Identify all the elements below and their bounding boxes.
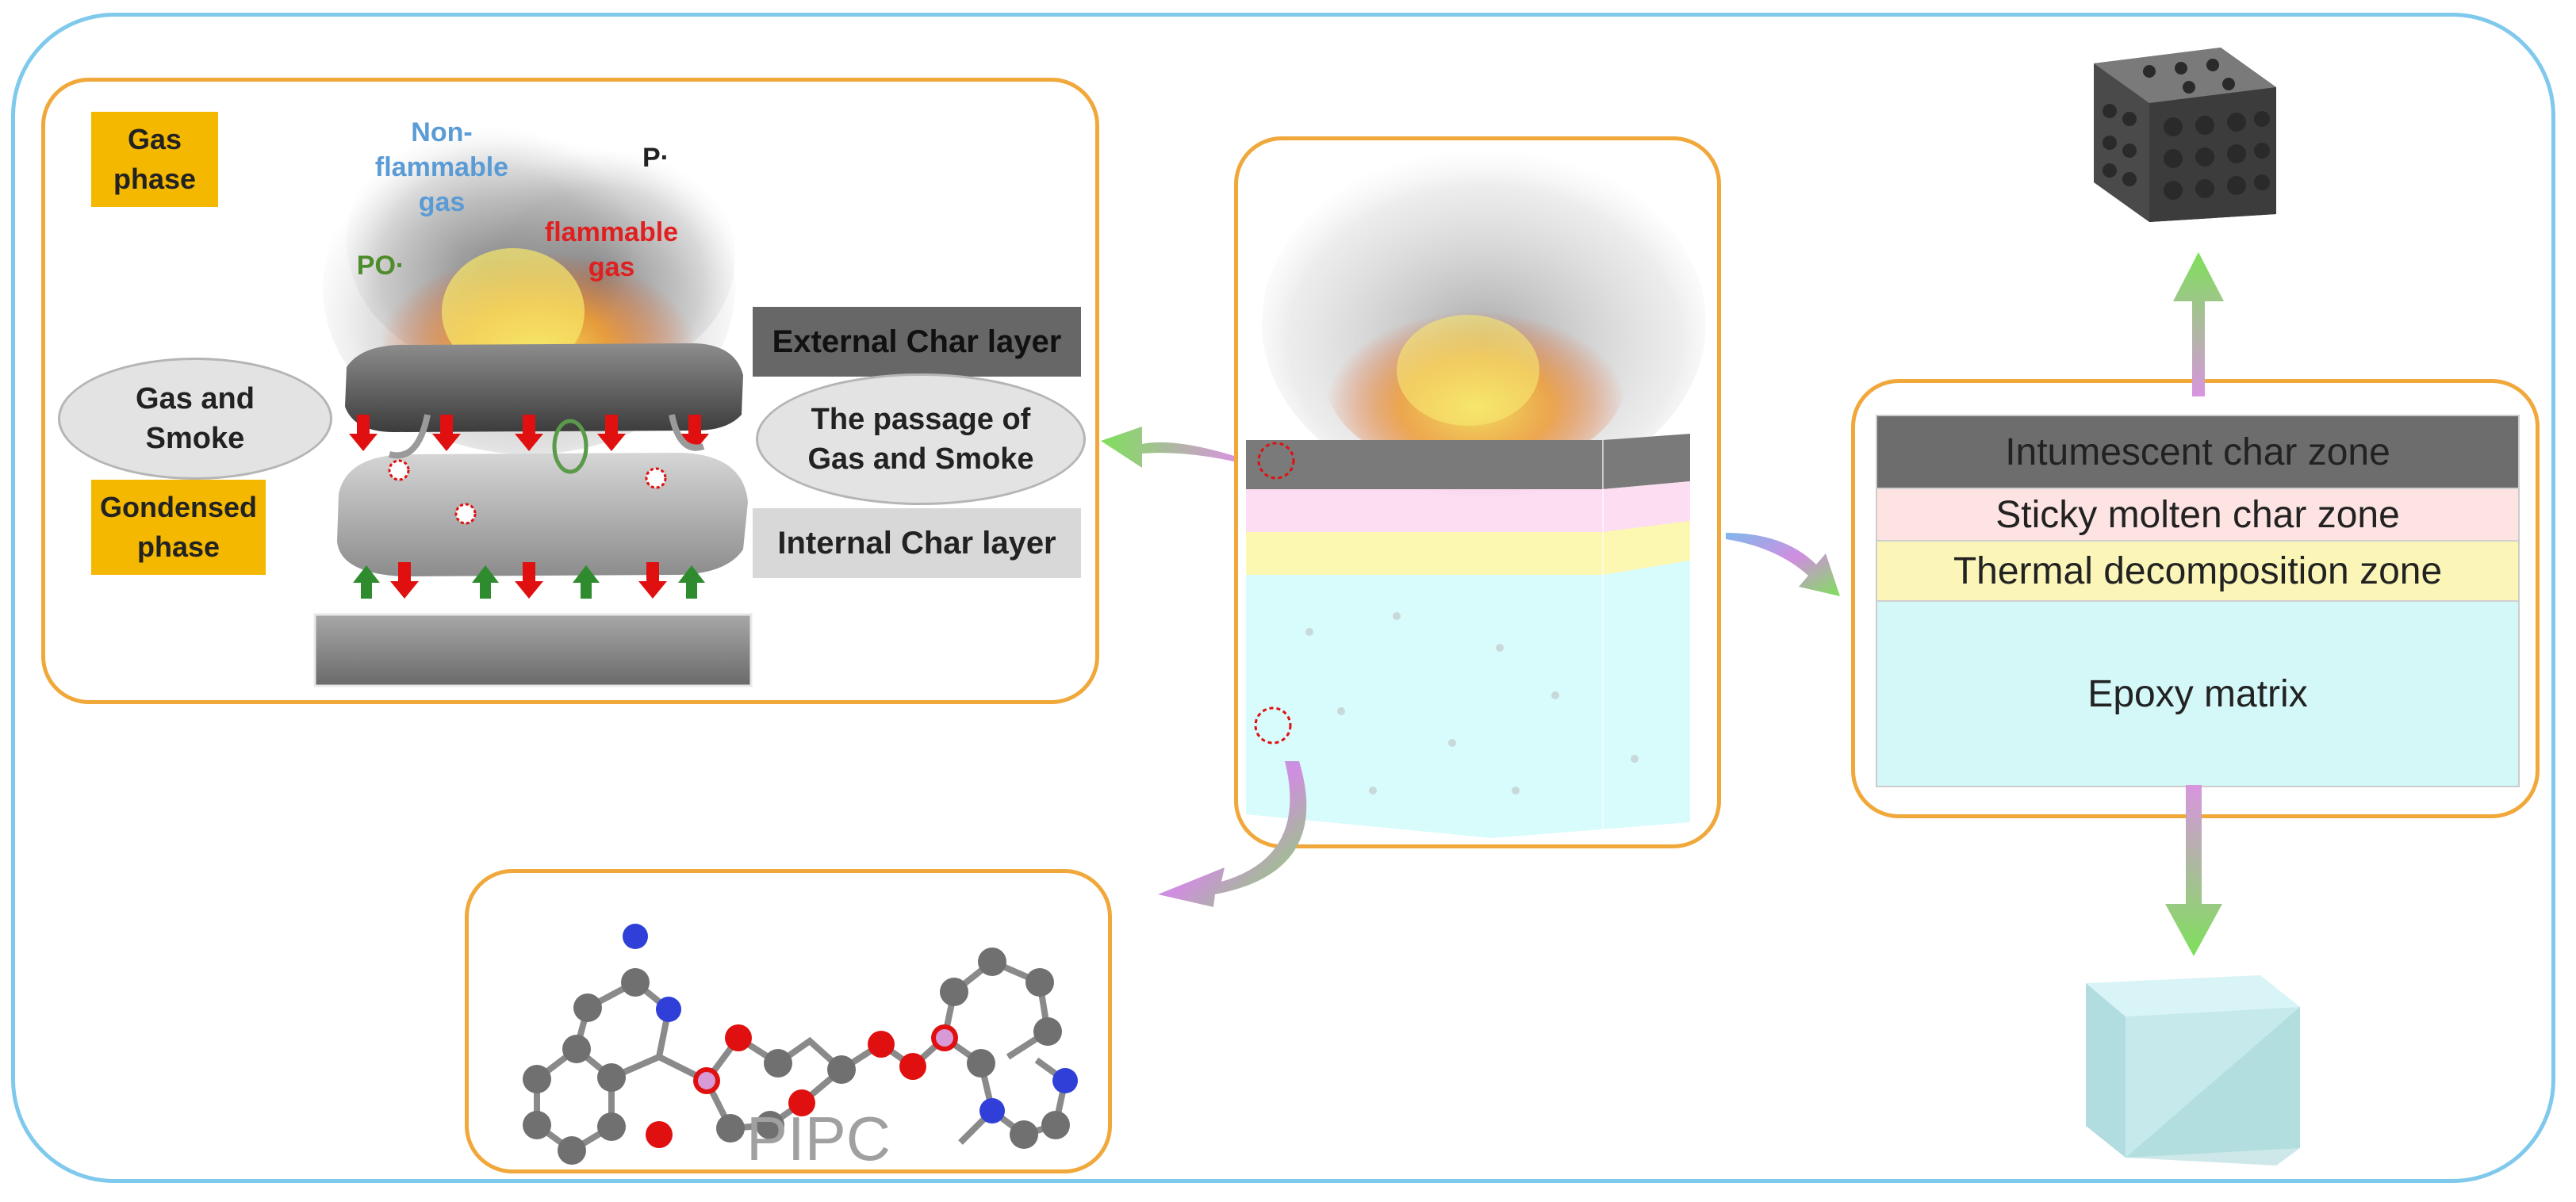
sample-panel [1234, 136, 1721, 848]
zone-sticky-molten-char: Sticky molten char zone [1877, 489, 2518, 542]
arrow-to-molecule [1158, 761, 1307, 907]
gas-smoke-cloud: Gas and Smoke [58, 358, 332, 480]
arrow-to-zones [1726, 533, 1840, 596]
pipc-molecule [523, 924, 1078, 1165]
porous-char-cube [2094, 48, 2276, 222]
zone-epoxy-matrix: Epoxy matrix [1877, 602, 2518, 786]
zone-intumescent-char: Intumescent char zone [1877, 416, 2518, 489]
gas-phase-label: Gas phase [91, 112, 218, 207]
po-radical-label: PO· [356, 251, 405, 281]
p-radical-label: P· [642, 143, 669, 173]
burning-sample-block [1246, 148, 1706, 838]
zones-panel: Intumescent char zone Sticky molten char… [1851, 379, 2540, 818]
arrow-to-porous-cube [2173, 252, 2224, 396]
molecule-panel: PIPC [465, 869, 1112, 1173]
internal-char-label: Internal Char layer [753, 508, 1081, 578]
flammable-gas-label: flammable gas [544, 217, 679, 282]
arrow-to-mechanism [1101, 427, 1234, 468]
epoxy-cube [2086, 975, 2300, 1166]
passage-cloud: The passage of Gas and Smoke [756, 373, 1086, 505]
zone-thermal-decomposition: Thermal decomposition zone [1877, 542, 2518, 602]
outer-frame [11, 13, 2555, 1183]
arrow-to-epoxy-cube [2165, 785, 2222, 956]
zones-stack: Intumescent char zone Sticky molten char… [1876, 415, 2520, 787]
external-char-label: External Char layer [753, 307, 1081, 377]
condensed-phase-label: Gondensed phase [91, 480, 266, 575]
smoke-flame-illustration [313, 113, 753, 687]
non-flammable-gas-label: Non-flammable gas [374, 117, 509, 217]
mechanism-panel: Gas phase Gondensed phase Non-flammable … [41, 78, 1099, 704]
